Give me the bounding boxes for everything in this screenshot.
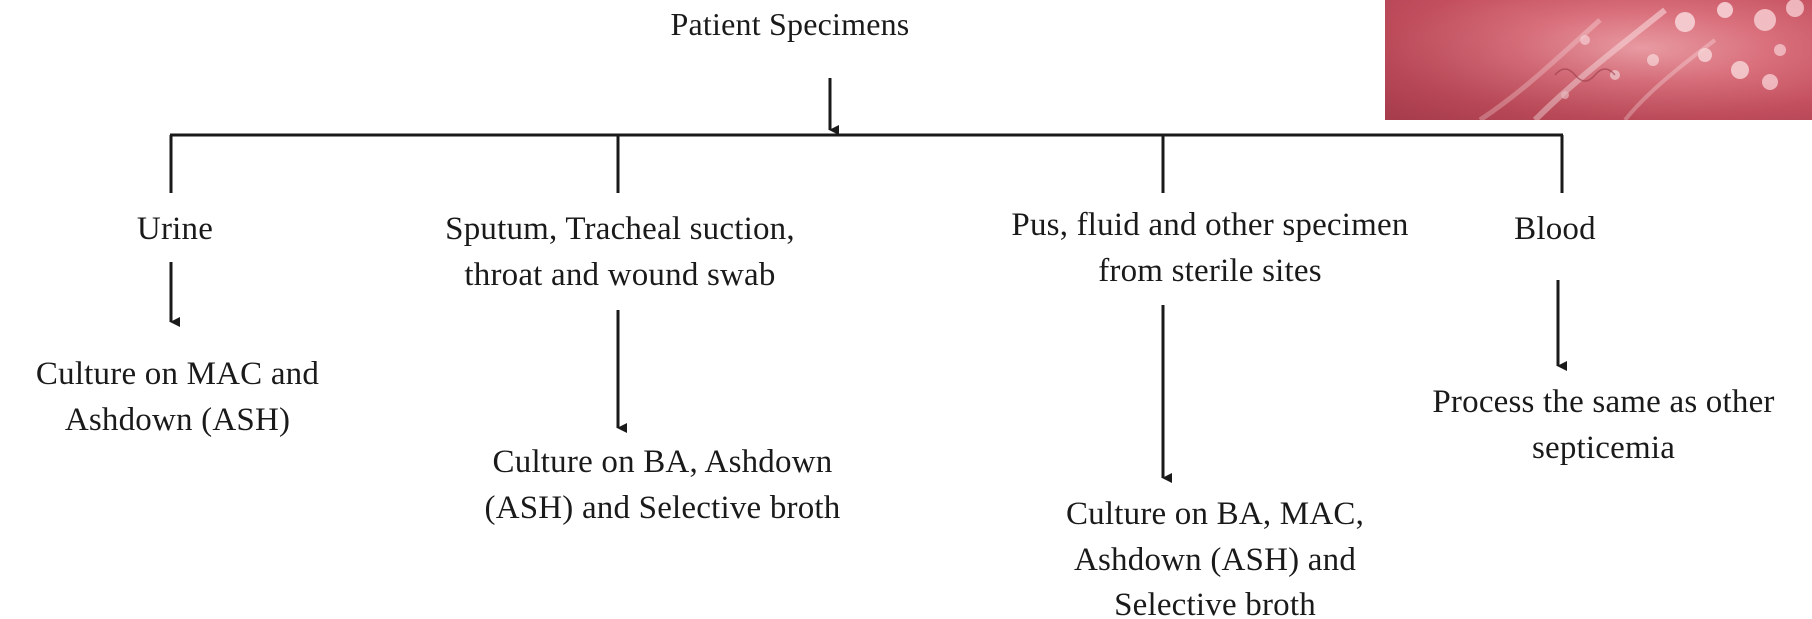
result-sputum-label: Culture on BA, Ashdown (ASH) and Selecti… [430, 440, 895, 531]
bacterial-colony-photo [1385, 0, 1812, 120]
category-sputum-label: Sputum, Tracheal suction, throat and wou… [410, 207, 830, 298]
result-urine-label: Culture on MAC and Ashdown (ASH) [0, 352, 355, 443]
result-blood-label: Process the same as other septicemia [1395, 380, 1812, 471]
category-blood-label: Blood [1455, 207, 1655, 253]
category-pus-label: Pus, fluid and other specimen from steri… [950, 203, 1470, 294]
category-urine-label: Urine [70, 207, 280, 253]
root-node-label: Patient Specimens [590, 2, 990, 46]
result-pus-label: Culture on BA, MAC, Ashdown (ASH) and Se… [1005, 492, 1425, 619]
colony-illustration [1385, 0, 1812, 120]
